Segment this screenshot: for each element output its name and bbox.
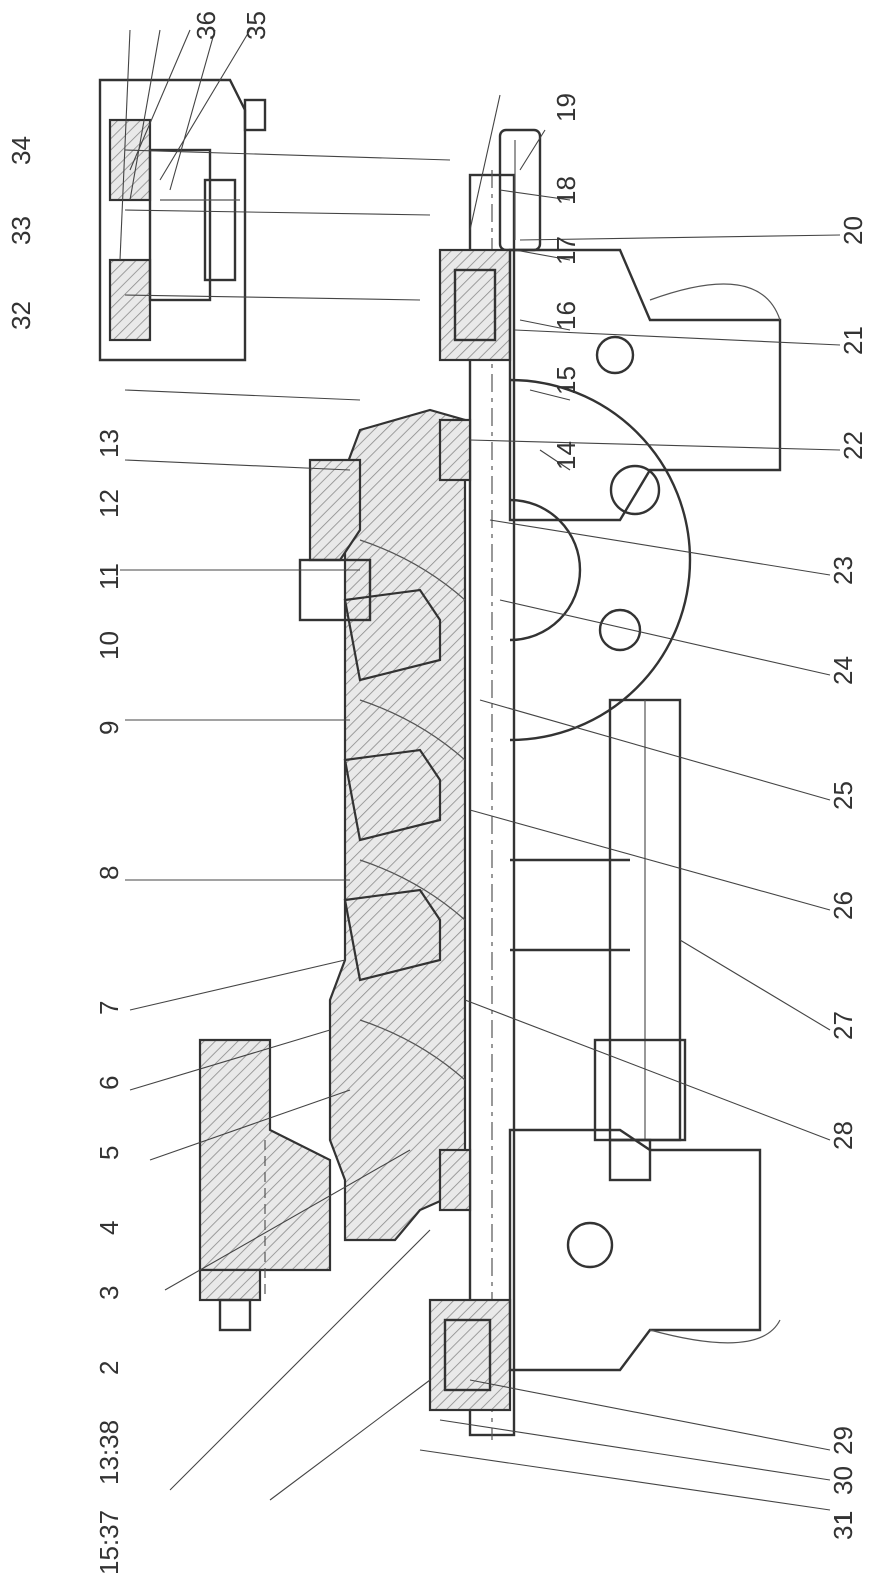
label-34: 34 (6, 136, 36, 165)
label-33: 33 (6, 216, 36, 245)
label-7: 7 (94, 1001, 124, 1015)
label-31: 31 (828, 1511, 858, 1540)
label-22: 22 (838, 431, 868, 460)
label-8: 8 (94, 866, 124, 880)
label-20: 20 (838, 216, 868, 245)
label-1: 1 (828, 1511, 858, 1525)
label-29: 29 (828, 1426, 858, 1455)
balance-drum-housing (509, 378, 692, 742)
pump-casing (328, 408, 467, 1242)
seal-housing-non-drive-end (438, 1148, 472, 1212)
label-11: 11 (94, 563, 124, 590)
shaft (468, 170, 516, 1440)
label-12: 12 (94, 489, 124, 518)
discharge-nozzle (298, 458, 372, 622)
label-10: 10 (94, 631, 124, 660)
seal-housing-drive-end (438, 418, 472, 482)
label-17: 17 (551, 236, 581, 265)
label-26: 26 (828, 891, 858, 920)
label-9: 9 (94, 721, 124, 735)
label-16: 16 (551, 301, 581, 330)
bearing-pedestal-drive-end (508, 248, 782, 522)
label-19: 19 (551, 93, 581, 122)
label-14: 14 (551, 441, 581, 470)
label-36: 36 (191, 11, 221, 40)
label-30: 30 (828, 1466, 858, 1495)
bearing-pedestal-non-drive-end (508, 1128, 781, 1372)
label-2: 2 (94, 1361, 124, 1375)
label-4: 4 (94, 1221, 124, 1235)
label-28: 28 (828, 1121, 858, 1150)
label-6: 6 (94, 1076, 124, 1090)
bearing-housing-non-drive-end (428, 1298, 512, 1412)
label-27: 27 (828, 1011, 858, 1040)
detail-inset (98, 78, 267, 362)
label-23: 23 (828, 556, 858, 585)
label-15-37: 15:37 (94, 1510, 124, 1575)
label-21: 21 (838, 326, 868, 355)
label-32: 32 (6, 301, 36, 330)
label-3: 3 (94, 1286, 124, 1300)
tie-rod (510, 698, 687, 1182)
label-25: 25 (828, 781, 858, 810)
label-15: 15 (551, 366, 581, 395)
label-35: 35 (241, 11, 271, 40)
part-labels: 1 29 30 31 28 27 26 25 24 23 22 21 20 19… (6, 11, 868, 1575)
label-24: 24 (828, 656, 858, 685)
suction-nozzle (198, 1038, 332, 1332)
label-13-38: 13:38 (94, 1420, 124, 1485)
bearing-housing-drive-end (438, 248, 512, 362)
label-18: 18 (551, 176, 581, 205)
leader-lines (119, 29, 841, 1511)
label-13: 13 (94, 429, 124, 458)
label-5: 5 (94, 1146, 124, 1160)
